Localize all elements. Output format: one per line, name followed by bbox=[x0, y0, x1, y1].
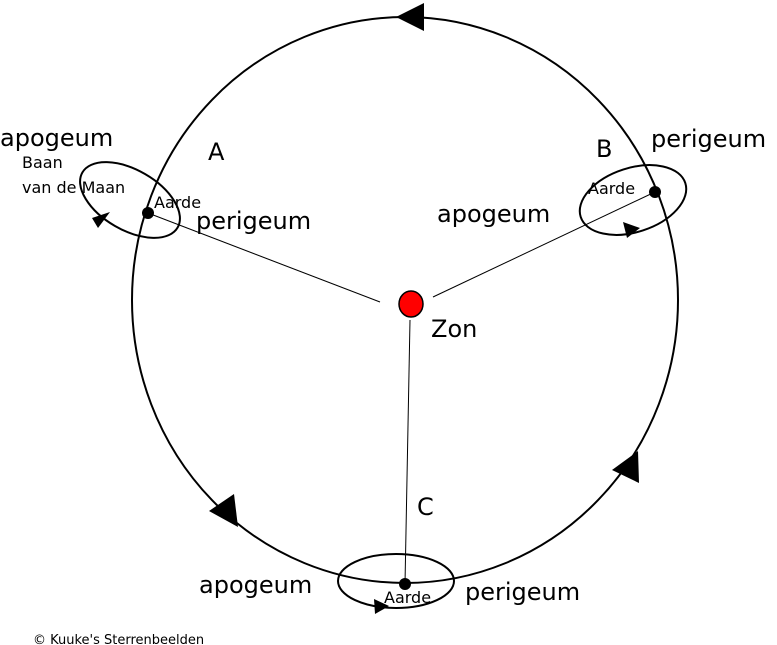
sun-label: Zon bbox=[431, 315, 477, 343]
moon-orbit-label-line2: van de Maan bbox=[22, 178, 125, 197]
position-c-apogee: apogeum bbox=[199, 571, 312, 599]
position-b-earth-label: Aarde bbox=[588, 179, 635, 198]
line-sun-to-c bbox=[404, 319, 411, 585]
earth-a bbox=[142, 207, 154, 219]
position-a-earth-label: Aarde bbox=[154, 193, 201, 212]
moon-orbit-a bbox=[79, 161, 181, 239]
position-a-perigee: perigeum bbox=[196, 207, 311, 235]
moon-orbit-arrow-c bbox=[374, 599, 389, 614]
orbit-arrow-left-lower bbox=[209, 494, 238, 527]
position-b-perigee: perigeum bbox=[651, 125, 766, 153]
position-c-perigee: perigeum bbox=[465, 578, 580, 606]
moon-orbit-arrow-b bbox=[623, 222, 640, 238]
position-a-apogee: apogeum bbox=[0, 124, 113, 152]
copyright-notice: © Kuuke's Sterrenbeelden bbox=[33, 633, 204, 645]
moon-orbit-b bbox=[578, 164, 688, 236]
orbit-arrow-right-lower bbox=[612, 451, 639, 483]
position-c-letter: C bbox=[417, 493, 434, 521]
moon-orbit-arrow-a bbox=[92, 212, 110, 228]
line-sun-to-a bbox=[147, 212, 381, 303]
position-b-apogee: apogeum bbox=[437, 200, 550, 228]
earth-b bbox=[649, 186, 661, 198]
moon-orbit-c bbox=[337, 553, 455, 609]
line-sun-to-b bbox=[432, 191, 656, 298]
moon-orbit-label-line1: Baan bbox=[22, 153, 63, 172]
position-b-letter: B bbox=[596, 135, 612, 163]
position-a-letter: A bbox=[208, 138, 225, 166]
orbit-arrow-top bbox=[396, 3, 424, 31]
position-c-earth-label: Aarde bbox=[384, 588, 431, 607]
earth-c bbox=[399, 578, 411, 590]
sun bbox=[398, 290, 424, 318]
